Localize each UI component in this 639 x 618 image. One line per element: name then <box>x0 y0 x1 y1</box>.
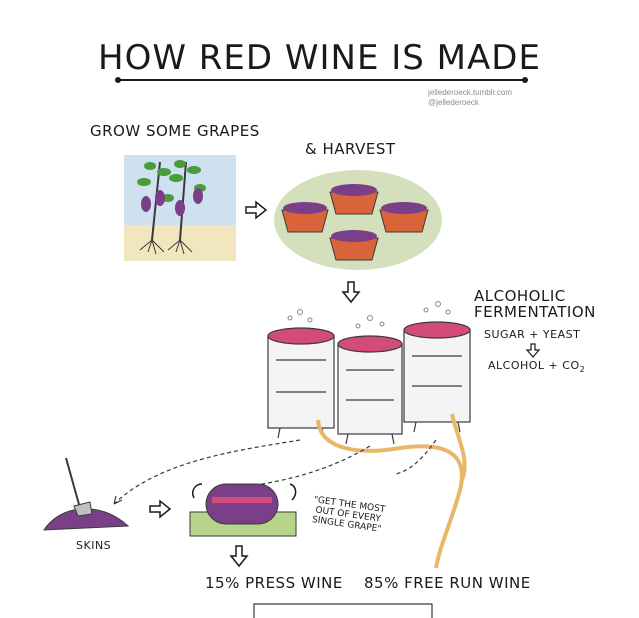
harvest-label: & HARVEST <box>305 140 396 158</box>
vineyard-illustration <box>124 155 236 261</box>
free-run-hose-2 <box>450 413 467 481</box>
equation-inputs: SUGAR + YEAST <box>484 328 581 341</box>
credit-handle: @jellederoeck <box>428 98 479 107</box>
tank-left <box>267 327 335 439</box>
free-run-wine-label: 85% FREE RUN WINE <box>364 574 531 592</box>
shovel-icon <box>65 457 81 509</box>
fermentation-label-1: ALCOHOLIC <box>474 287 566 305</box>
equation-outputs: ALCOHOL + CO2 <box>488 359 585 374</box>
wine-press <box>189 483 297 537</box>
credit-site: jellederoeck.tumblr.com <box>428 88 513 97</box>
equation-outputs-text: ALCOHOL + CO <box>488 359 580 372</box>
bottom-bracket <box>253 603 433 618</box>
equation-subscript: 2 <box>579 365 586 375</box>
free-run-hose <box>316 419 464 569</box>
skins-pile <box>43 457 130 531</box>
skins-label: SKINS <box>76 539 112 552</box>
press-wine-label: 15% PRESS WINE <box>205 574 343 592</box>
harvest-illustration <box>274 170 442 270</box>
tank-right <box>403 321 471 433</box>
grow-label: GROW SOME GRAPES <box>90 122 260 140</box>
equation-arrow-icon <box>525 343 541 358</box>
arrow-to-harvest-icon <box>245 200 268 220</box>
arrow-to-press-icon <box>149 499 172 519</box>
fermentation-label-2: FERMENTATION <box>474 303 596 321</box>
arrow-to-fermentation-icon <box>341 281 361 304</box>
tank-middle <box>337 335 403 445</box>
arrow-to-press-wine-icon <box>229 545 249 568</box>
fermentation-tanks <box>267 301 471 445</box>
page-title: HOW RED WINE IS MADE <box>98 38 541 78</box>
skins-dashed-line <box>113 439 301 505</box>
